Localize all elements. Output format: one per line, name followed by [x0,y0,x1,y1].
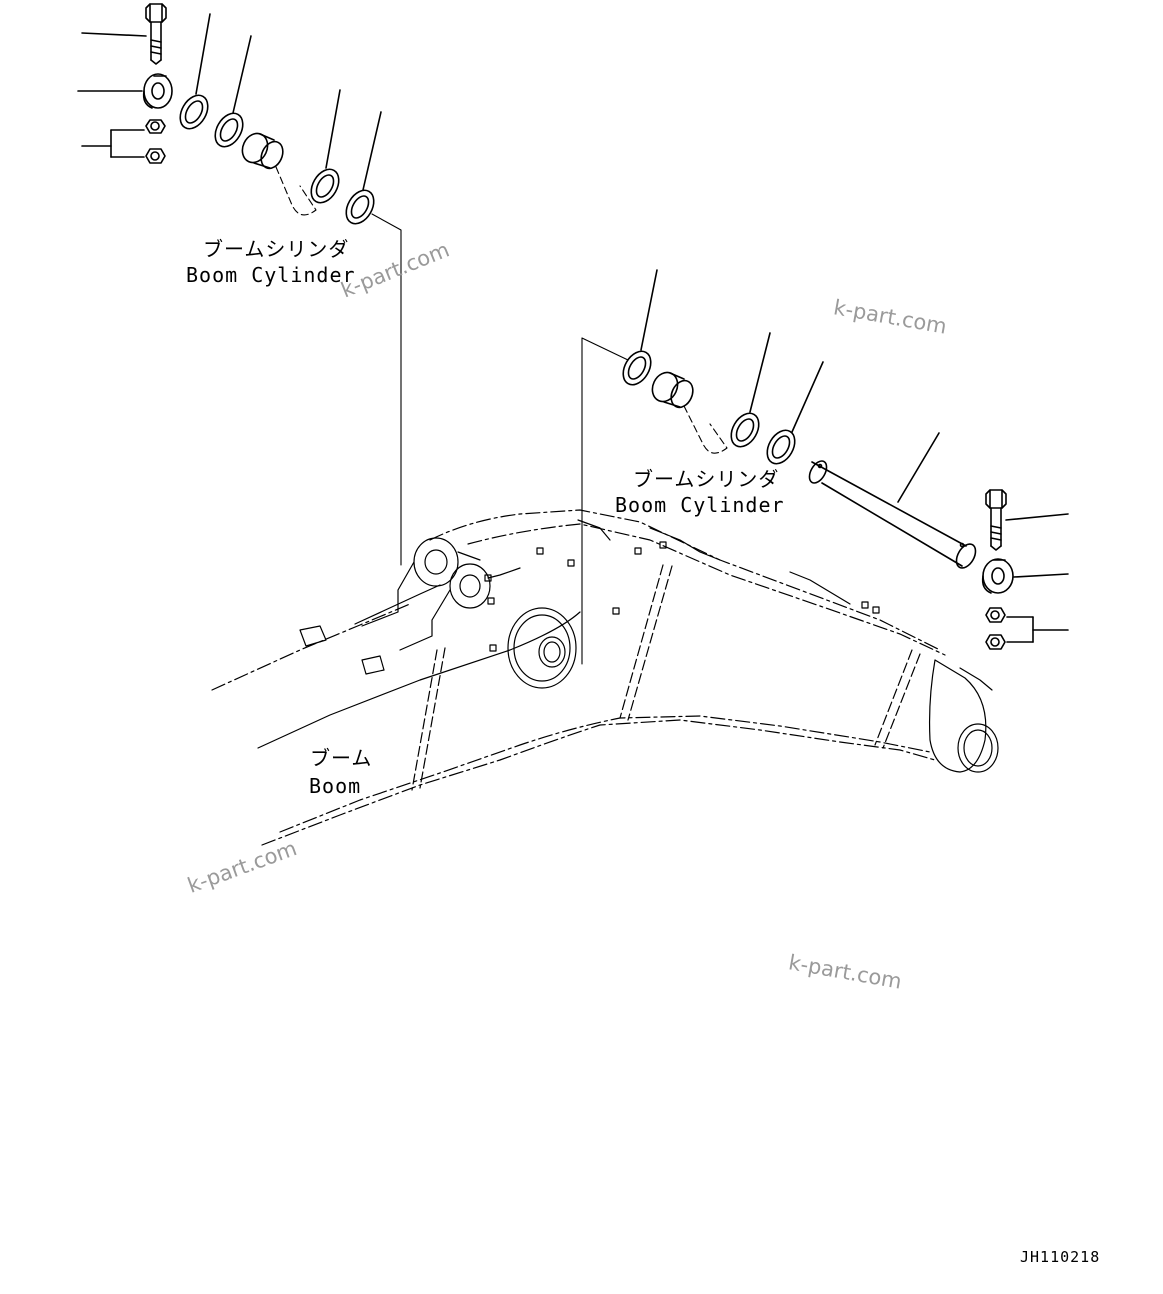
nut-left-1 [145,119,166,134]
boom-cylinder-label-2-jp: ブームシリンダ [633,467,780,491]
leader-shim-left-4 [362,111,382,191]
shim-right-1 [622,350,652,386]
leader-shim-left-1 [195,13,211,95]
boom-cylinder-label-1-jp: ブームシリンダ [203,237,350,261]
nut-right-1 [985,607,1006,623]
collar-left [142,73,173,109]
boom-label-jp: ブーム [310,746,373,770]
leader-shim-right-1 [640,269,658,351]
leader-shim-left-3 [325,89,341,169]
leader-shim-left-2 [232,35,252,114]
boom-cylinder-label-2-en: Boom Cylinder [615,493,785,517]
leader-collar-right [1013,573,1069,578]
leader-shim-right-3 [791,361,824,433]
leader-bolt-right [1005,513,1069,521]
bolt-right [985,489,1007,551]
bushing-left [241,132,317,216]
assembly-line-right [581,337,629,665]
shim-left-3 [310,168,340,204]
boom-body [211,509,999,846]
shim-left-1 [179,94,209,130]
bushing-right [651,371,728,454]
leader-shim-right-2 [749,332,771,413]
boom-label-en: Boom [309,774,362,798]
drawing-code: JH110218 [1020,1248,1100,1266]
assembly-line-left [371,213,402,566]
boom-cylinder-label-1-en: Boom Cylinder [186,263,356,287]
nut-right-2 [985,634,1006,650]
leader-bolt-left [81,32,147,37]
leader-pin [897,432,940,503]
shim-left-4 [345,189,375,225]
shim-right-3 [766,429,796,465]
leader-nuts-right [1006,616,1069,643]
bolt-left [145,3,167,65]
pin [808,460,977,569]
collar-right [981,558,1014,594]
nut-left-2 [145,148,166,164]
leader-nuts-left [81,129,145,158]
shim-right-2 [730,412,760,448]
shim-left-2 [214,112,244,148]
